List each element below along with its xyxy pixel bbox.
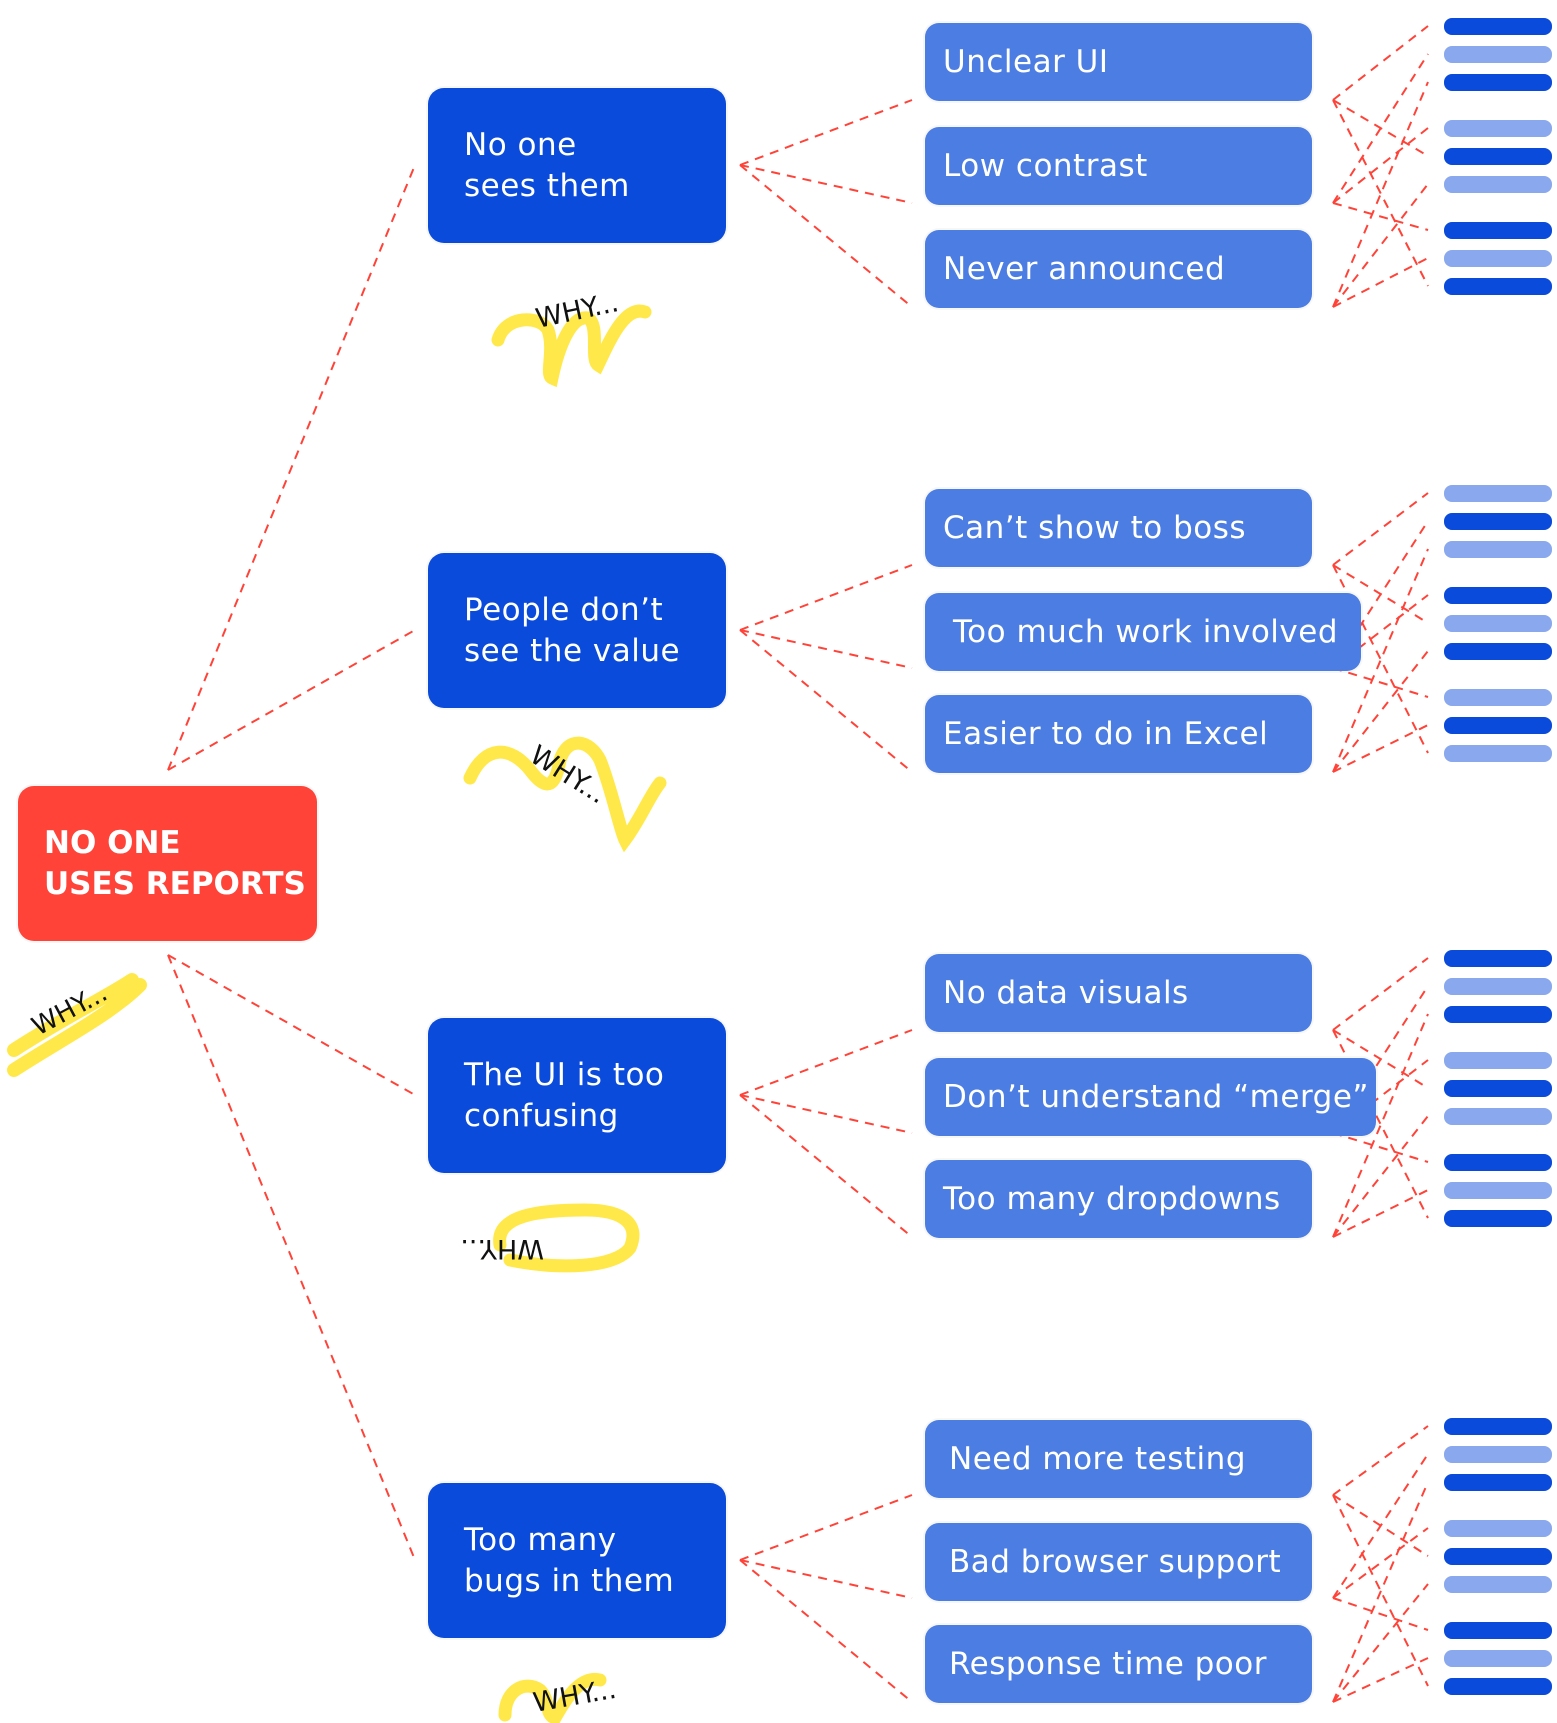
cause-label: Don’t understand “merge” <box>943 1079 1369 1115</box>
cause-label: Low contrast <box>943 148 1148 184</box>
sub-cause-bar <box>1444 1210 1552 1227</box>
why-box-4: Too many bugs in them <box>428 1483 726 1638</box>
root-problem-box: NO ONE USES REPORTS <box>18 786 317 941</box>
sub-cause-bar <box>1444 689 1552 706</box>
sub-cause-bar <box>1444 1182 1552 1199</box>
why-scribble-1: WHY... <box>491 287 652 388</box>
cause-label: Easier to do in Excel <box>943 716 1269 752</box>
why-box-2-line-2: see the value <box>464 632 681 669</box>
sub-cause-bar <box>1444 1006 1552 1023</box>
sub-cause-bar <box>1444 1548 1552 1565</box>
sub-cause-bar <box>1444 1474 1552 1491</box>
cause-label: Can’t show to boss <box>943 510 1247 546</box>
sub-cause-bar <box>1444 1052 1552 1069</box>
cause-box-2-3: Easier to do in Excel <box>925 695 1312 773</box>
sub-cause-bar <box>1444 717 1552 734</box>
why-box-4-line-2: bugs in them <box>464 1562 675 1599</box>
bar-connectors <box>1332 25 1429 1703</box>
sub-cause-bar <box>1444 587 1552 604</box>
sub-cause-bar <box>1444 250 1552 267</box>
sub-cause-bar <box>1444 46 1552 63</box>
why-text-4: WHY... <box>531 1674 619 1719</box>
why-box-4-line-1: Too many <box>464 1521 617 1558</box>
cause-box-1-1: Unclear UI <box>925 23 1312 101</box>
why-scribble-root: WHY... <box>7 973 147 1077</box>
sub-cause-bar <box>1444 1520 1552 1537</box>
sub-cause-bar <box>1444 222 1552 239</box>
cause-box-3-3: Too many dropdowns <box>925 1160 1312 1238</box>
cause-label: No data visuals <box>943 975 1189 1011</box>
why-box-1-line-1: No one <box>464 126 577 163</box>
sub-cause-bar <box>1444 74 1552 91</box>
why-box-3-line-2: confusing <box>464 1097 619 1134</box>
sub-cause-bar <box>1444 643 1552 660</box>
cause-box-4-3: Response time poor <box>925 1625 1312 1703</box>
sub-cause-bar <box>1444 1650 1552 1667</box>
why-scribble-2: WHY... <box>463 736 667 853</box>
cause-label: Too many dropdowns <box>943 1181 1281 1217</box>
cause-box-2-1: Can’t show to boss <box>925 489 1312 567</box>
root-connectors <box>167 164 416 1561</box>
cause-box-4-2: Bad browser support <box>925 1523 1312 1601</box>
sub-cause-bar <box>1444 541 1552 558</box>
cause-box-1-2: Low contrast <box>925 127 1312 205</box>
why-box-3-line-1: The UI is too <box>464 1056 665 1093</box>
sub-cause-bar <box>1444 1154 1552 1171</box>
sub-cause-bar <box>1444 978 1552 995</box>
why-box-2: People don’t see the value <box>428 553 726 708</box>
cause-label: Never announced <box>943 251 1226 287</box>
sub-cause-bar <box>1444 1678 1552 1695</box>
why-box-3: The UI is too confusing <box>428 1018 726 1173</box>
cause-box-3-1: No data visuals <box>925 954 1312 1032</box>
cause-box-2-2: Too much work involved <box>925 593 1361 671</box>
root-line-1: NO ONE <box>44 824 181 861</box>
cause-label: Response time poor <box>949 1646 1267 1682</box>
sub-cause-bar <box>1444 1080 1552 1097</box>
why-box-2-line-1: People don’t <box>464 591 664 628</box>
sub-cause-bar <box>1444 1418 1552 1435</box>
root-line-2: USES REPORTS <box>44 865 306 902</box>
why-scribble-4: WHY... <box>498 1672 619 1723</box>
sub-cause-bar <box>1444 148 1552 165</box>
cause-label: Too much work involved <box>953 614 1338 650</box>
why-box-1-line-2: sees them <box>464 167 630 204</box>
branch-connectors <box>739 99 913 1703</box>
cause-box-1-3: Never announced <box>925 230 1312 308</box>
cause-label: Need more testing <box>949 1441 1246 1477</box>
sub-cause-bar <box>1444 950 1552 967</box>
sub-cause-bar <box>1444 1576 1552 1593</box>
sub-cause-bar <box>1444 278 1552 295</box>
sub-cause-bar <box>1444 18 1552 35</box>
sub-cause-bar <box>1444 615 1552 632</box>
sub-cause-bar <box>1444 1446 1552 1463</box>
sub-cause-bar <box>1444 176 1552 193</box>
why-scribble-3: WHY... <box>460 1203 640 1273</box>
why-box-1: No one sees them <box>428 88 726 243</box>
sub-cause-bar <box>1444 1108 1552 1125</box>
sub-cause-bar <box>1444 1622 1552 1639</box>
sub-cause-bar <box>1444 120 1552 137</box>
sub-cause-bar <box>1444 745 1552 762</box>
cause-label: Bad browser support <box>949 1544 1282 1580</box>
sub-cause-bar <box>1444 485 1552 502</box>
sub-cause-bar <box>1444 513 1552 530</box>
cause-label: Unclear UI <box>943 44 1109 80</box>
why-text-3: WHY... <box>460 1233 544 1264</box>
cause-box-3-2: Don’t understand “merge” <box>925 1058 1376 1136</box>
cause-box-4-1: Need more testing <box>925 1420 1312 1498</box>
